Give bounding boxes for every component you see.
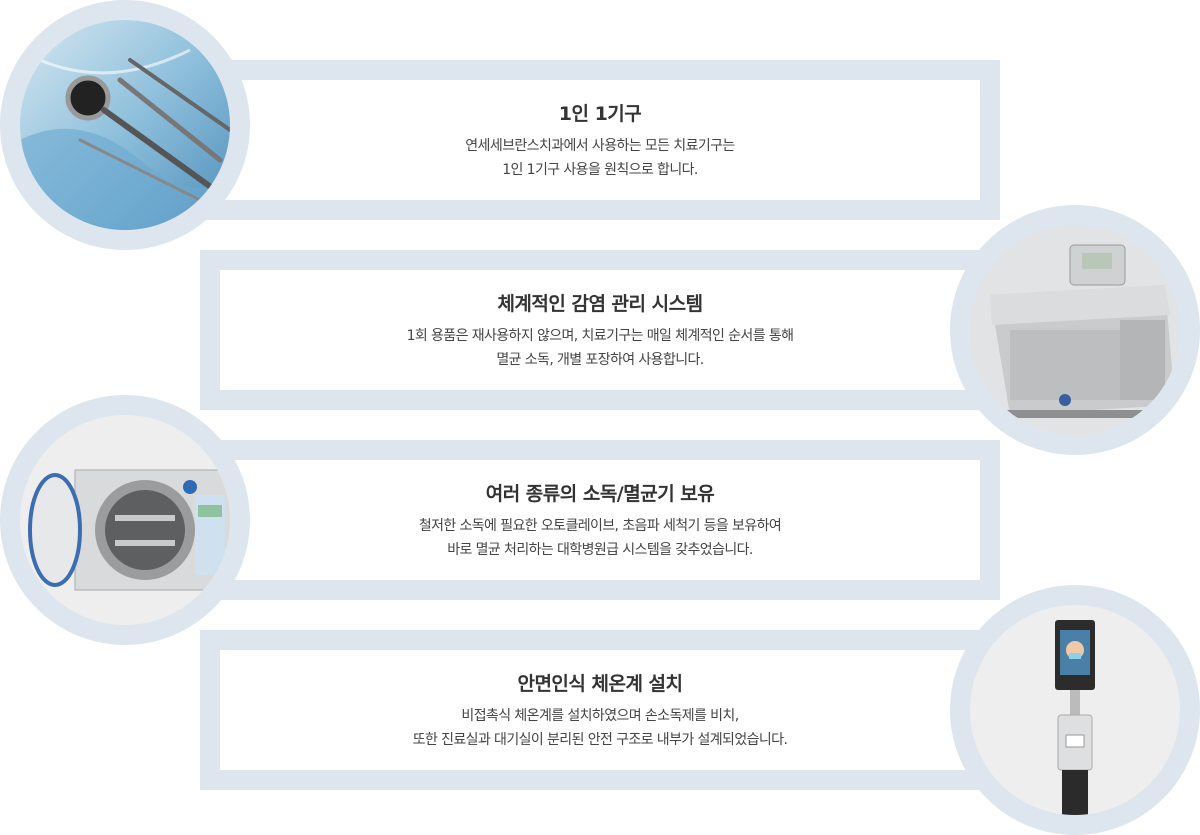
card-line: 비접촉식 체온계를 설치하였으며 손소독제를 비치, <box>461 707 739 724</box>
circle-frame-2 <box>950 205 1200 455</box>
circle-frame-1 <box>0 0 250 250</box>
circle-frame-3 <box>0 395 250 645</box>
card-line: 연세세브란스치과에서 사용하는 모든 치료기구는 <box>465 137 735 154</box>
ultrasonic-cleaner-image <box>970 225 1180 435</box>
autoclave-image <box>20 415 230 625</box>
dental-instruments-image <box>20 20 230 230</box>
info-card-1: 1인 1기구 연세세브란스치과에서 사용하는 모든 치료기구는 1인 1기구 사… <box>200 60 1000 220</box>
card-line: 1회 용품은 재사용하지 않으며, 치료기구는 매일 체계적인 순서를 통해 <box>406 327 794 344</box>
card-line: 바로 멸균 처리하는 대학병원급 시스템을 갖추었습니다. <box>447 541 753 558</box>
circle-frame-4 <box>950 585 1200 835</box>
card-title: 체계적인 감염 관리 시스템 <box>497 292 703 315</box>
card-title: 여러 종류의 소독/멸균기 보유 <box>485 482 715 505</box>
card-line: 또한 진료실과 대기실이 분리된 안전 구조로 내부가 설계되었습니다. <box>412 731 788 748</box>
card-line: 1인 1기구 사용을 원칙으로 합니다. <box>502 161 698 178</box>
info-card-2: 체계적인 감염 관리 시스템 1회 용품은 재사용하지 않으며, 치료기구는 매… <box>200 250 1000 410</box>
card-title: 1인 1기구 <box>558 102 642 125</box>
info-card-3: 여러 종류의 소독/멸균기 보유 철저한 소독에 필요한 오토클레이브, 초음파… <box>200 440 1000 600</box>
card-title: 안면인식 체온계 설치 <box>517 672 683 695</box>
card-line: 철저한 소독에 필요한 오토클레이브, 초음파 세척기 등을 보유하여 <box>418 517 782 534</box>
info-card-4: 안면인식 체온계 설치 비접촉식 체온계를 설치하였으며 손소독제를 비치, 또… <box>200 630 1000 790</box>
face-thermometer-image <box>970 605 1180 815</box>
card-line: 멸균 소독, 개별 포장하여 사용합니다. <box>496 351 704 368</box>
